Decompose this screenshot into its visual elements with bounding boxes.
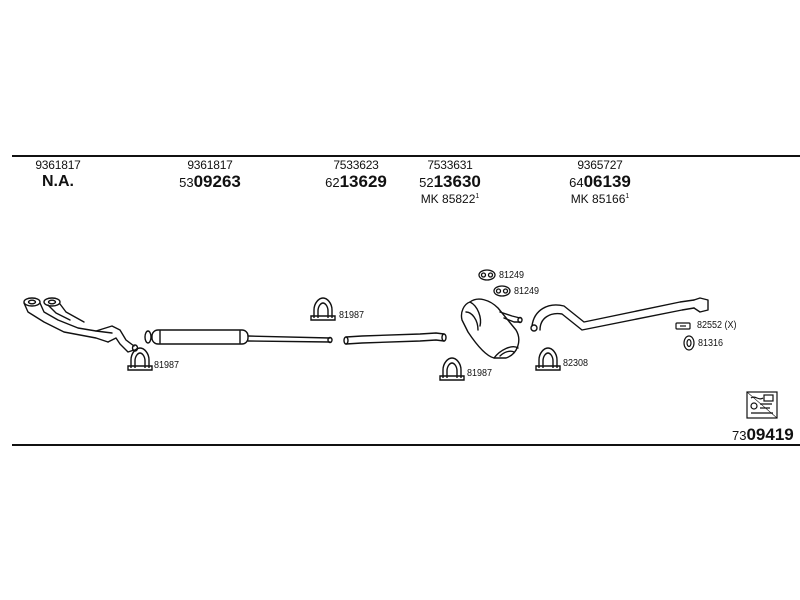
assembly-number-prefix: 73 xyxy=(732,428,747,443)
fitting-kit-icon xyxy=(746,391,778,419)
clamp-label: 81987 xyxy=(467,368,493,379)
part-number-main: 09263 xyxy=(193,172,241,191)
front-pipe-drawing xyxy=(23,297,139,353)
oe-code: 9361817 xyxy=(187,158,233,172)
assembly-number-main: 09419 xyxy=(746,425,794,444)
part-number-prefix: 52 xyxy=(419,175,434,190)
part-number: 6213629 xyxy=(316,173,396,191)
oe-code: 7533631 xyxy=(427,158,473,172)
oe-code: 9365727 xyxy=(577,158,623,172)
part-number-prefix: 53 xyxy=(179,175,194,190)
ring-label: 81249 xyxy=(514,286,540,297)
mounting-kit-ref: MK 858221 xyxy=(410,192,490,206)
middle-silencer-drawing xyxy=(144,329,333,345)
part-number-na: N.A. xyxy=(42,173,74,190)
connecting-pipe-drawing xyxy=(343,332,447,345)
clamp-label: 81987 xyxy=(339,310,365,321)
column-front-pipe: 9361817 N.A. xyxy=(28,158,88,191)
tail-pipe-drawing xyxy=(530,297,709,332)
mounting-kit-footnote: 1 xyxy=(475,193,480,200)
mount-label: 82552 (X) xyxy=(697,320,737,331)
column-tail-pipe: 9365727 6406139 MK 851661 xyxy=(560,158,640,206)
mount-label: 81316 xyxy=(698,338,724,349)
mounting-bracket-icon xyxy=(675,322,691,330)
top-divider xyxy=(12,155,800,157)
column-connecting-pipe: 7533623 6213629 xyxy=(316,158,396,191)
mounting-kit-number: MK 85166 xyxy=(570,192,626,206)
part-number: 6406139 xyxy=(560,173,640,191)
rear-silencer-drawing xyxy=(460,298,523,359)
column-rear-silencer: 7533631 5213630 MK 858221 xyxy=(410,158,490,206)
part-number: 5309263 xyxy=(170,173,250,191)
part-number-main: 06139 xyxy=(583,172,631,191)
oe-code: 7533623 xyxy=(333,158,379,172)
mounting-kit-number: MK 85822 xyxy=(420,192,476,206)
bottom-divider xyxy=(12,444,800,446)
ring-label: 81249 xyxy=(499,270,525,281)
clamp-icon xyxy=(127,347,153,371)
mounting-kit-ref: MK 851661 xyxy=(560,192,640,206)
column-middle-silencer: 9361817 5309263 xyxy=(170,158,250,191)
mounting-ring-icon xyxy=(683,335,695,351)
oe-code: 9361817 xyxy=(35,158,81,172)
mounting-kit-footnote: 1 xyxy=(625,193,630,200)
part-number: 5213630 xyxy=(410,173,490,191)
rubber-ring-icon xyxy=(493,285,511,297)
clamp-label: 82308 xyxy=(563,358,589,369)
part-number-main: 13629 xyxy=(339,172,387,191)
rubber-ring-icon xyxy=(478,269,496,281)
clamp-icon xyxy=(535,347,561,371)
assembly-number: 7309419 xyxy=(732,425,794,445)
part-number-prefix: 64 xyxy=(569,175,584,190)
clamp-icon xyxy=(439,357,465,381)
clamp-label: 81987 xyxy=(154,360,180,371)
part-number-main: 13630 xyxy=(433,172,481,191)
part-number-prefix: 62 xyxy=(325,175,340,190)
clamp-icon xyxy=(310,297,336,321)
